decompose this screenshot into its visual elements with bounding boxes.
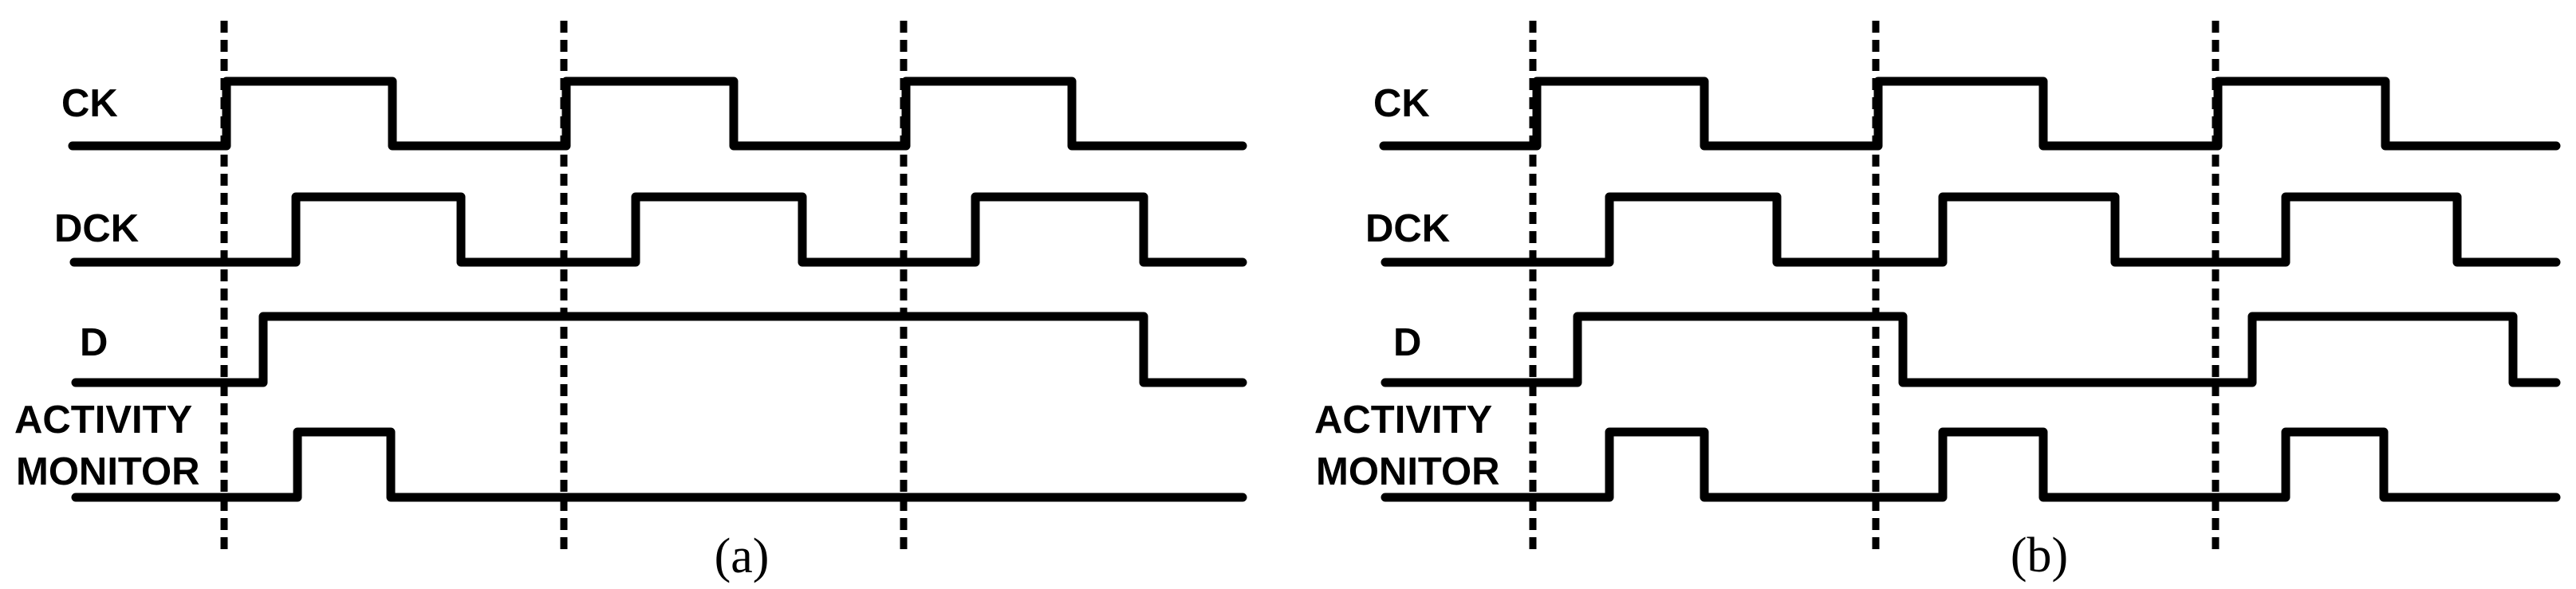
- panel-b-signal-label-dck: DCK: [1365, 207, 1450, 250]
- panel-a-signal-label-dck: DCK: [54, 207, 139, 250]
- panel-a-caption: (a): [715, 529, 770, 583]
- panel-b-signal-label-activity: ACTIVITY: [1314, 399, 1492, 442]
- panel-b: CK DCK D ACTIVITY MONITOR (b): [1314, 21, 2561, 583]
- panel-b-caption: (b): [2011, 528, 2068, 583]
- panel-b-signal-label-monitor: MONITOR: [1316, 450, 1499, 493]
- panel-b-waveform-d: [1381, 312, 2561, 387]
- panel-a-signal-label-ck: CK: [61, 82, 118, 125]
- panel-b-waveform-ck: [1379, 77, 2561, 151]
- panel-a-signal-label-activity: ACTIVITY: [14, 399, 192, 442]
- panel-b-waveform-activity-monitor: [1381, 427, 2561, 502]
- panel-b-waveform-dck: [1381, 192, 2561, 267]
- panel-a-signal-label-d: D: [80, 321, 108, 364]
- panel-a-waveform-activity-monitor: [71, 427, 1247, 502]
- panel-a: CK DCK D ACTIVITY MONITOR (a): [14, 21, 1247, 583]
- panel-a-waveform-d: [71, 312, 1247, 387]
- panel-b-signal-label-ck: CK: [1373, 82, 1430, 125]
- panel-a-waveform-ck: [68, 77, 1247, 151]
- panel-a-signal-label-monitor: MONITOR: [16, 450, 199, 493]
- panel-b-signal-label-d: D: [1393, 321, 1421, 364]
- panel-a-waveform-dck: [69, 192, 1247, 267]
